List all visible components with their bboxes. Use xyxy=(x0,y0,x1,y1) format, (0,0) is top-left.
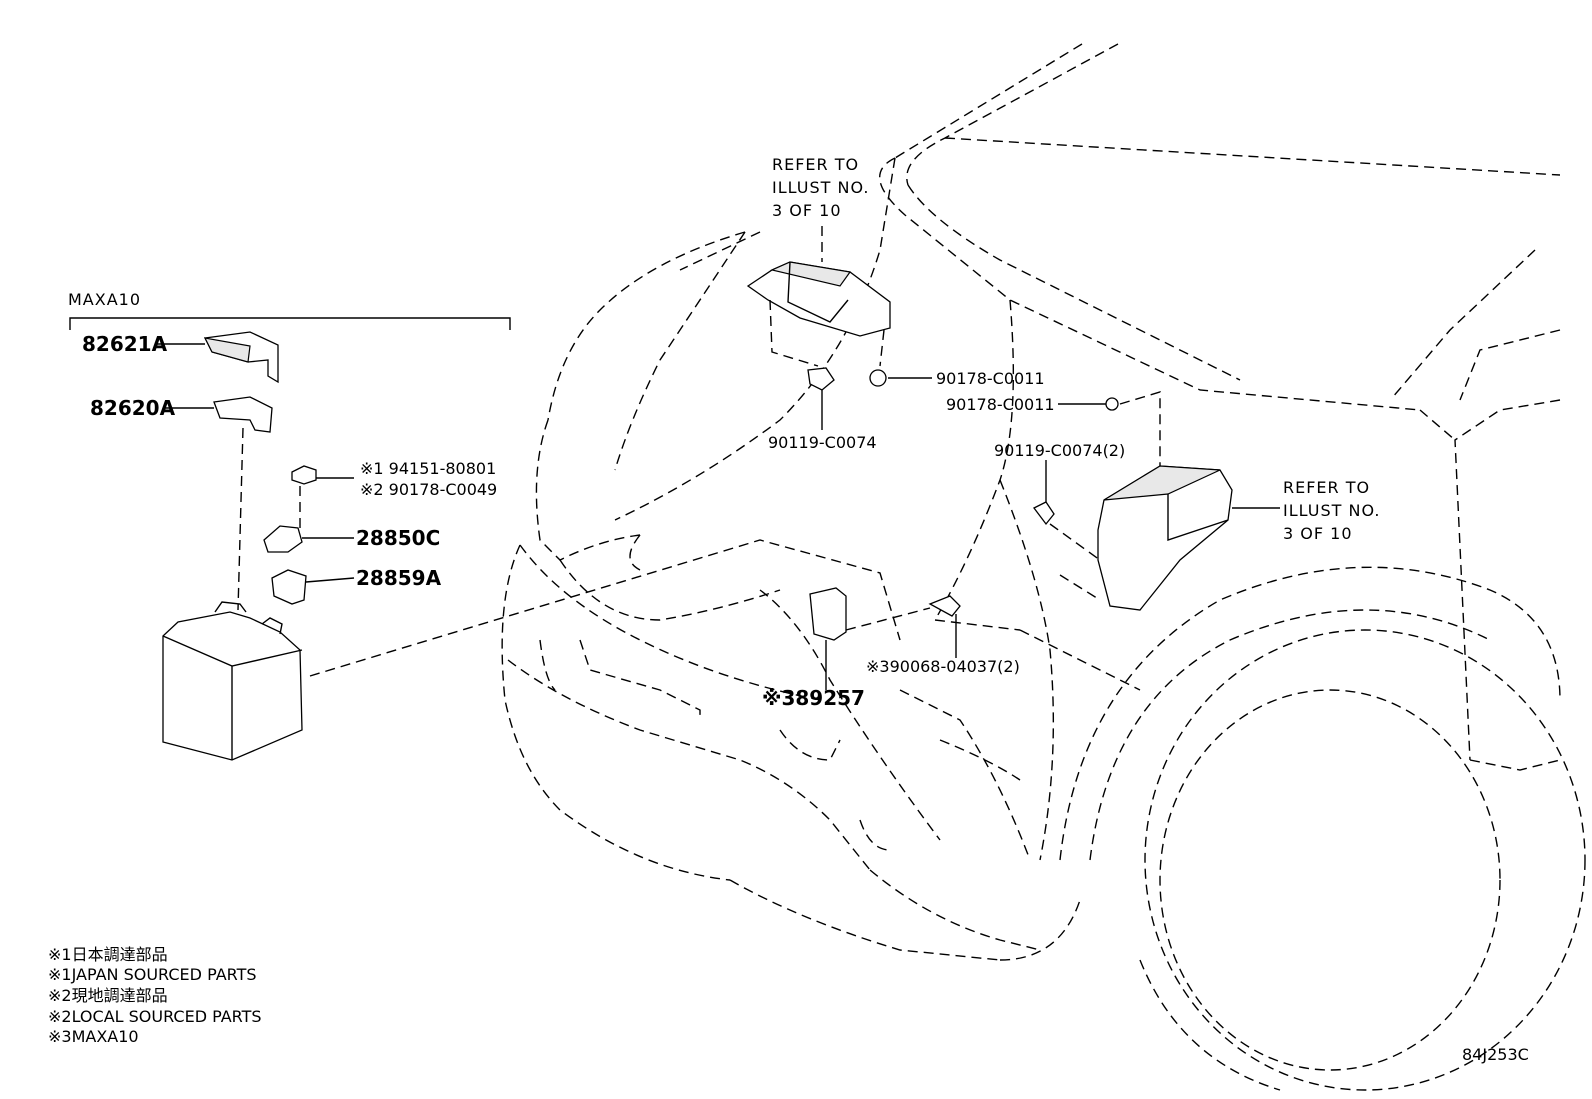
refer-upper-line2: ILLUST NO. xyxy=(772,178,869,197)
part-90178-C0049[interactable]: ※2 90178-C0049 xyxy=(360,480,497,499)
part-94151-80801[interactable]: ※1 94151-80801 xyxy=(360,459,496,478)
part-90178-C0011-right[interactable]: 90178-C0011 xyxy=(946,395,1055,414)
part-89257[interactable]: ※389257 xyxy=(762,686,865,710)
part-28859A[interactable]: 28859A xyxy=(356,566,442,590)
refer-upper-line1: REFER TO xyxy=(772,155,859,174)
vehicle-outline xyxy=(501,43,1586,1091)
note-1-en: ※1JAPAN SOURCED PARTS xyxy=(48,965,257,984)
part-82621A[interactable]: 82621A xyxy=(82,332,168,356)
model-label: MAXA10 xyxy=(68,290,141,309)
battery-group xyxy=(69,317,901,761)
part-90068-04037[interactable]: ※390068-04037(2) xyxy=(866,657,1020,676)
part-90119-C0074-2[interactable]: 90119-C0074(2) xyxy=(994,441,1125,460)
note-2-en: ※2LOCAL SOURCED PARTS xyxy=(48,1007,262,1026)
upper-module xyxy=(746,226,932,430)
note-3: ※3MAXA10 xyxy=(48,1027,139,1046)
part-90119-C0074[interactable]: 90119-C0074 xyxy=(768,433,877,452)
relay-box xyxy=(1033,391,1280,611)
refer-upper-line3: 3 OF 10 xyxy=(772,201,842,220)
part-82620A[interactable]: 82620A xyxy=(90,396,176,420)
refer-right-line1: REFER TO xyxy=(1283,478,1370,497)
part-28850C[interactable]: 28850C xyxy=(356,526,440,550)
sensor-89257 xyxy=(809,587,961,690)
refer-right-line2: ILLUST NO. xyxy=(1283,501,1380,520)
diagram-code: 84J253C xyxy=(1462,1045,1529,1064)
note-2-jp: ※2現地調達部品 xyxy=(48,986,168,1005)
note-1-jp: ※1日本調達部品 xyxy=(48,945,168,964)
leader-lines xyxy=(156,231,761,583)
part-90178-C0011-upper[interactable]: 90178-C0011 xyxy=(936,369,1045,388)
refer-right-line3: 3 OF 10 xyxy=(1283,524,1353,543)
